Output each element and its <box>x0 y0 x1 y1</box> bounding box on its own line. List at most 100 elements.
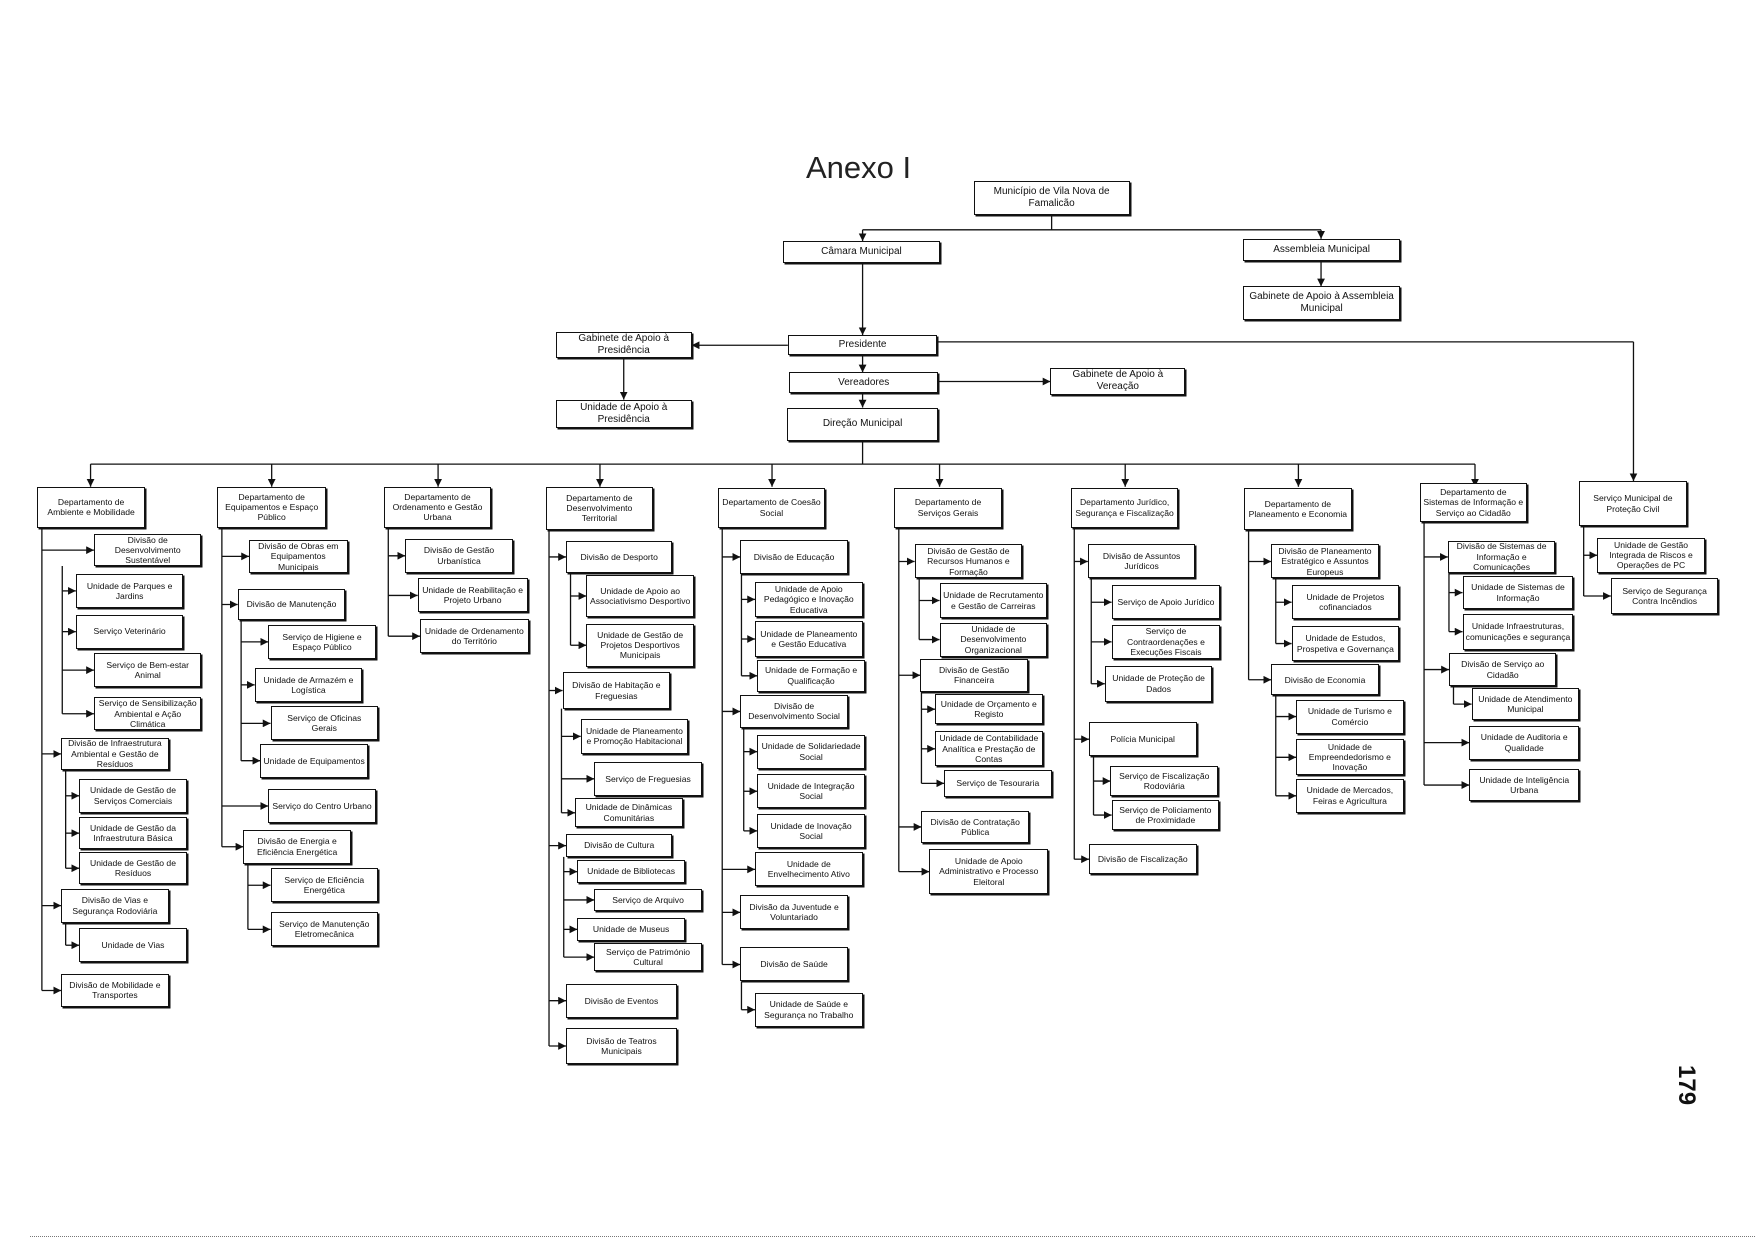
org-unit-gabinete-de-apoio-a-assembleia-municipal: Gabinete de Apoio à Assembleia Municipal <box>1242 286 1401 321</box>
org-unit-unidade-de-desenvolvimento-organizacional: Unidade de Desenvolvimento Organizaciona… <box>939 622 1048 657</box>
org-unit-divisao-de-manutencao: Divisão de Manutenção <box>237 588 346 621</box>
org-unit-divisao-de-obras-em-equipamentos-municipais: Divisão de Obras em Equipamentos Municip… <box>249 539 348 573</box>
org-unit-unidade-de-parques-e-jardins: Unidade de Parques e Jardins <box>75 573 184 608</box>
org-unit-servico-de-oficinas-gerais: Serviço de Oficinas Gerais <box>270 706 379 741</box>
org-unit-servico-do-centro-urbano: Serviço do Centro Urbano <box>268 789 376 823</box>
org-unit-presidente: Presidente <box>787 335 938 356</box>
org-unit-direcao-municipal: Direção Municipal <box>786 407 939 442</box>
org-unit-unidade-de-apoio-a-presidencia: Unidade de Apoio à Presidência <box>555 399 692 428</box>
org-unit-unidade-de-mercados-feiras-e-agricultura: Unidade de Mercados, Feiras e Agricultur… <box>1296 778 1404 813</box>
org-unit-departamento-de-planeamento-e-economia: Departamento de Planeamento e Economia <box>1244 487 1352 530</box>
org-unit-unidade-de-atendimento-municipal: Unidade de Atendimento Municipal <box>1471 688 1580 720</box>
org-unit-servico-de-policiamento-de-proximidade: Serviço de Policiamento de Proximidade <box>1111 800 1220 830</box>
org-unit-unidade-de-auditoria-e-qualidade: Unidade de Auditoria e Qualidade <box>1469 725 1580 760</box>
org-unit-unidade-de-turismo-e-comercio: Unidade de Turismo e Comércio <box>1296 699 1404 734</box>
org-unit-unidade-de-planeamento-e-gestao-educativa: Unidade de Planeamento e Gestão Educativ… <box>755 621 863 657</box>
org-unit-departamento-de-desenvolvimento-territorial: Departamento de Desenvolvimento Territor… <box>545 486 654 530</box>
org-unit-divisao-de-gestao-financeira: Divisão de Gestão Financeira <box>920 658 1028 692</box>
org-unit-unidade-de-dinamicas-comunitarias: Unidade de Dinâmicas Comunitárias <box>575 798 683 828</box>
org-unit-divisao-de-desenvolvimento-social: Divisão de Desenvolvimento Social <box>740 695 848 728</box>
org-unit-unidade-de-contabilidade-analitica-e-prestacao-d: Unidade de Contabilidade Analítica e Pre… <box>935 731 1043 767</box>
org-unit-unidade-de-saude-e-seguranca-no-trabalho: Unidade de Saúde e Segurança no Trabalho <box>755 992 863 1027</box>
org-unit-divisao-de-teatros-municipais: Divisão de Teatros Municipais <box>566 1027 677 1065</box>
org-unit-divisao-da-juventude-e-voluntariado: Divisão da Juventude e Voluntariado <box>740 895 848 930</box>
org-unit-divisao-de-desporto: Divisão de Desporto <box>566 541 673 573</box>
org-unit-servico-de-bem-estar-animal: Serviço de Bem-estar Animal <box>93 653 202 688</box>
org-unit-divisao-de-habitacao-e-freguesias: Divisão de Habitação e Freguesias <box>562 672 671 709</box>
org-unit-unidade-de-inovacao-social: Unidade de Inovação Social <box>757 813 865 848</box>
org-unit-divisao-de-gestao-de-recursos-humanos-e-formacao: Divisão de Gestão de Recursos Humanos e … <box>914 544 1023 579</box>
org-unit-servico-de-higiene-e-espaco-publico: Serviço de Higiene e Espaço Público <box>268 624 376 659</box>
org-unit-departamento-de-ordenamento-e-gestao-urbana: Departamento de Ordenamento e Gestão Urb… <box>383 486 492 528</box>
org-unit-unidade-de-gestao-de-servicos-comerciais: Unidade de Gestão de Serviços Comerciais <box>79 778 187 813</box>
org-unit-unidade-de-estudos-prospetiva-e-governanca: Unidade de Estudos, Prospetiva e Governa… <box>1291 625 1400 662</box>
org-unit-municipio-de-vila-nova-de-famalicao: Município de Vila Nova de Famalicão <box>973 181 1130 216</box>
org-unit-divisao-de-saude: Divisão de Saúde <box>740 947 848 982</box>
org-unit-camara-municipal: Câmara Municipal <box>783 241 940 263</box>
org-unit-servico-de-freguesias: Serviço de Freguesias <box>594 761 702 796</box>
org-unit-divisao-de-contratacao-publica: Divisão de Contratação Pública <box>921 810 1029 844</box>
org-unit-policia-municipal: Polícia Municipal <box>1088 722 1197 757</box>
org-unit-servico-de-eficiencia-energetica: Serviço de Eficiência Energética <box>270 868 379 903</box>
org-unit-gabinete-de-apoio-a-presidencia: Gabinete de Apoio à Presidência <box>555 331 692 358</box>
org-unit-unidade-de-bibliotecas: Unidade de Bibliotecas <box>577 860 685 883</box>
org-unit-unidade-de-orcamento-e-registo: Unidade de Orçamento e Registo <box>935 693 1043 725</box>
org-unit-unidade-de-integracao-social: Unidade de Integração Social <box>757 774 865 809</box>
page-number: 179 <box>1673 1065 1700 1106</box>
org-unit-departamento-juridico-seguranca-e-fiscalizacao: Departamento Jurídico, Segurança e Fisca… <box>1070 487 1179 528</box>
page-title: Anexo I <box>806 150 912 185</box>
org-unit-divisao-de-mobilidade-e-transportes: Divisão de Mobilidade e Transportes <box>61 973 169 1008</box>
org-unit-unidade-de-protecao-de-dados: Unidade de Proteção de Dados <box>1104 665 1213 702</box>
org-unit-unidade-de-vias: Unidade de Vias <box>79 928 187 963</box>
org-unit-unidade-de-solidariedade-social: Unidade de Solidariedade Social <box>757 734 865 769</box>
org-unit-divisao-de-energia-e-eficiencia-energetica: Divisão de Energia e Eficiência Energéti… <box>243 829 351 864</box>
org-unit-servico-de-arquivo: Serviço de Arquivo <box>594 888 702 912</box>
org-unit-servico-veterinario: Serviço Veterinário <box>75 614 184 649</box>
org-unit-departamento-de-equipamentos-e-espaco-publico: Departamento de Equipamentos e Espaço Pú… <box>217 486 327 528</box>
org-unit-unidade-de-sistemas-de-informacao: Unidade de Sistemas de Informação <box>1462 576 1574 609</box>
org-unit-unidade-de-projetos-cofinanciados: Unidade de Projetos cofinanciados <box>1291 585 1400 620</box>
org-unit-servico-de-seguranca-contra-incendios: Serviço de Segurança Contra Incêndios <box>1610 578 1719 614</box>
org-unit-unidade-de-envelhecimento-ativo: Unidade de Envelhecimento Ativo <box>755 852 863 887</box>
org-unit-unidade-de-gestao-da-infraestrutura-basica: Unidade de Gestão da Infraestrutura Bási… <box>79 817 187 849</box>
org-unit-departamento-de-ambiente-e-mobilidade: Departamento de Ambiente e Mobilidade <box>37 486 145 528</box>
org-unit-divisao-de-assuntos-juridicos: Divisão de Assuntos Jurídicos <box>1087 544 1196 579</box>
org-unit-departamento-de-servicos-gerais: Departamento de Serviços Gerais <box>894 487 1002 528</box>
org-unit-servico-de-apoio-juridico: Serviço de Apoio Jurídico <box>1111 585 1221 620</box>
org-unit-unidade-infraestruturas-comunicacoes-e-seguranca: Unidade Infraestruturas, comunicações e … <box>1462 613 1574 650</box>
org-unit-unidade-de-equipamentos: Unidade de Equipamentos <box>260 743 368 778</box>
org-unit-departamento-de-sistemas-de-informacao-e-servico: Departamento de Sistemas de Informação e… <box>1419 483 1528 522</box>
org-unit-unidade-de-empreendedorismo-e-inovacao: Unidade de Empreendedorismo e Inovação <box>1296 739 1404 776</box>
org-unit-servico-de-manutencao-eletromecanica: Serviço de Manutenção Eletromecânica <box>270 912 379 947</box>
org-unit-servico-de-contraordenacoes-e-execucoes-fiscais: Serviço de Contraordenações e Execuções … <box>1111 624 1221 659</box>
org-unit-assembleia-municipal: Assembleia Municipal <box>1242 238 1401 262</box>
org-unit-unidade-de-apoio-pedagogico-e-inovacao-educativa: Unidade de Apoio Pedagógico e Inovação E… <box>755 581 863 617</box>
org-unit-servico-de-patrimonio-cultural: Serviço de Património Cultural <box>594 942 702 972</box>
org-unit-unidade-de-gestao-de-residuos: Unidade de Gestão de Resíduos <box>79 852 187 885</box>
org-unit-servico-municipal-de-protecao-civil: Serviço Municipal de Proteção Civil <box>1579 481 1687 527</box>
org-unit-divisao-de-vias-e-seguranca-rodoviaria: Divisão de Vias e Segurança Rodoviária <box>61 888 169 923</box>
org-unit-gabinete-de-apoio-a-vereacao: Gabinete de Apoio à Vereação <box>1050 367 1186 396</box>
org-unit-servico-de-tesouraria: Serviço de Tesouraria <box>944 769 1052 797</box>
org-unit-unidade-de-formacao-e-qualificacao: Unidade de Formação e Qualificação <box>757 659 865 692</box>
org-unit-vereadores: Vereadores <box>789 372 939 393</box>
org-unit-unidade-de-apoio-ao-associativismo-desportivo: Unidade de Apoio ao Associativismo Despo… <box>586 575 694 617</box>
org-unit-servico-de-sensibilizacao-ambiental-e-acao-clima: Serviço de Sensibilização Ambiental e Aç… <box>93 697 202 731</box>
org-unit-divisao-de-educacao: Divisão de Educação <box>740 539 848 574</box>
org-unit-divisao-de-servico-ao-cidadao: Divisão de Serviço ao Cidadão <box>1448 653 1557 686</box>
org-unit-unidade-de-apoio-administrativo-e-processo-eleit: Unidade de Apoio Administrativo e Proces… <box>929 849 1049 895</box>
org-unit-divisao-de-eventos: Divisão de Eventos <box>566 983 677 1018</box>
org-unit-divisao-de-desenvolvimento-sustentavel: Divisão de Desenvolvimento Sustentável <box>93 534 202 566</box>
org-unit-unidade-de-reabilitacao-e-projeto-urbano: Unidade de Reabilitação e Projeto Urbano <box>417 578 528 613</box>
org-unit-divisao-de-fiscalizacao: Divisão de Fiscalização <box>1088 844 1197 874</box>
org-unit-divisao-de-sistemas-de-informacao-e-comunicacoes: Divisão de Sistemas de Informação e Comu… <box>1447 541 1556 573</box>
org-unit-divisao-de-economia: Divisão de Economia <box>1271 664 1379 696</box>
org-unit-unidade-de-recrutamento-e-gestao-de-carreiras: Unidade de Recrutamento e Gestão de Carr… <box>939 582 1048 619</box>
org-unit-unidade-de-planeamento-e-promocao-habitacional: Unidade de Planeamento e Promoção Habita… <box>580 718 689 754</box>
org-unit-unidade-de-inteligencia-urbana: Unidade de Inteligência Urbana <box>1469 768 1580 802</box>
org-unit-divisao-de-infraestrutura-ambiental-e-gestao-de-: Divisão de Infraestrutura Ambiental e Ge… <box>61 738 169 770</box>
org-unit-servico-de-fiscalizacao-rodoviaria: Serviço de Fiscalização Rodoviária <box>1110 766 1219 796</box>
org-unit-divisao-de-cultura: Divisão de Cultura <box>566 834 673 857</box>
org-unit-departamento-de-coesao-social: Departamento de Coesão Social <box>717 487 826 528</box>
